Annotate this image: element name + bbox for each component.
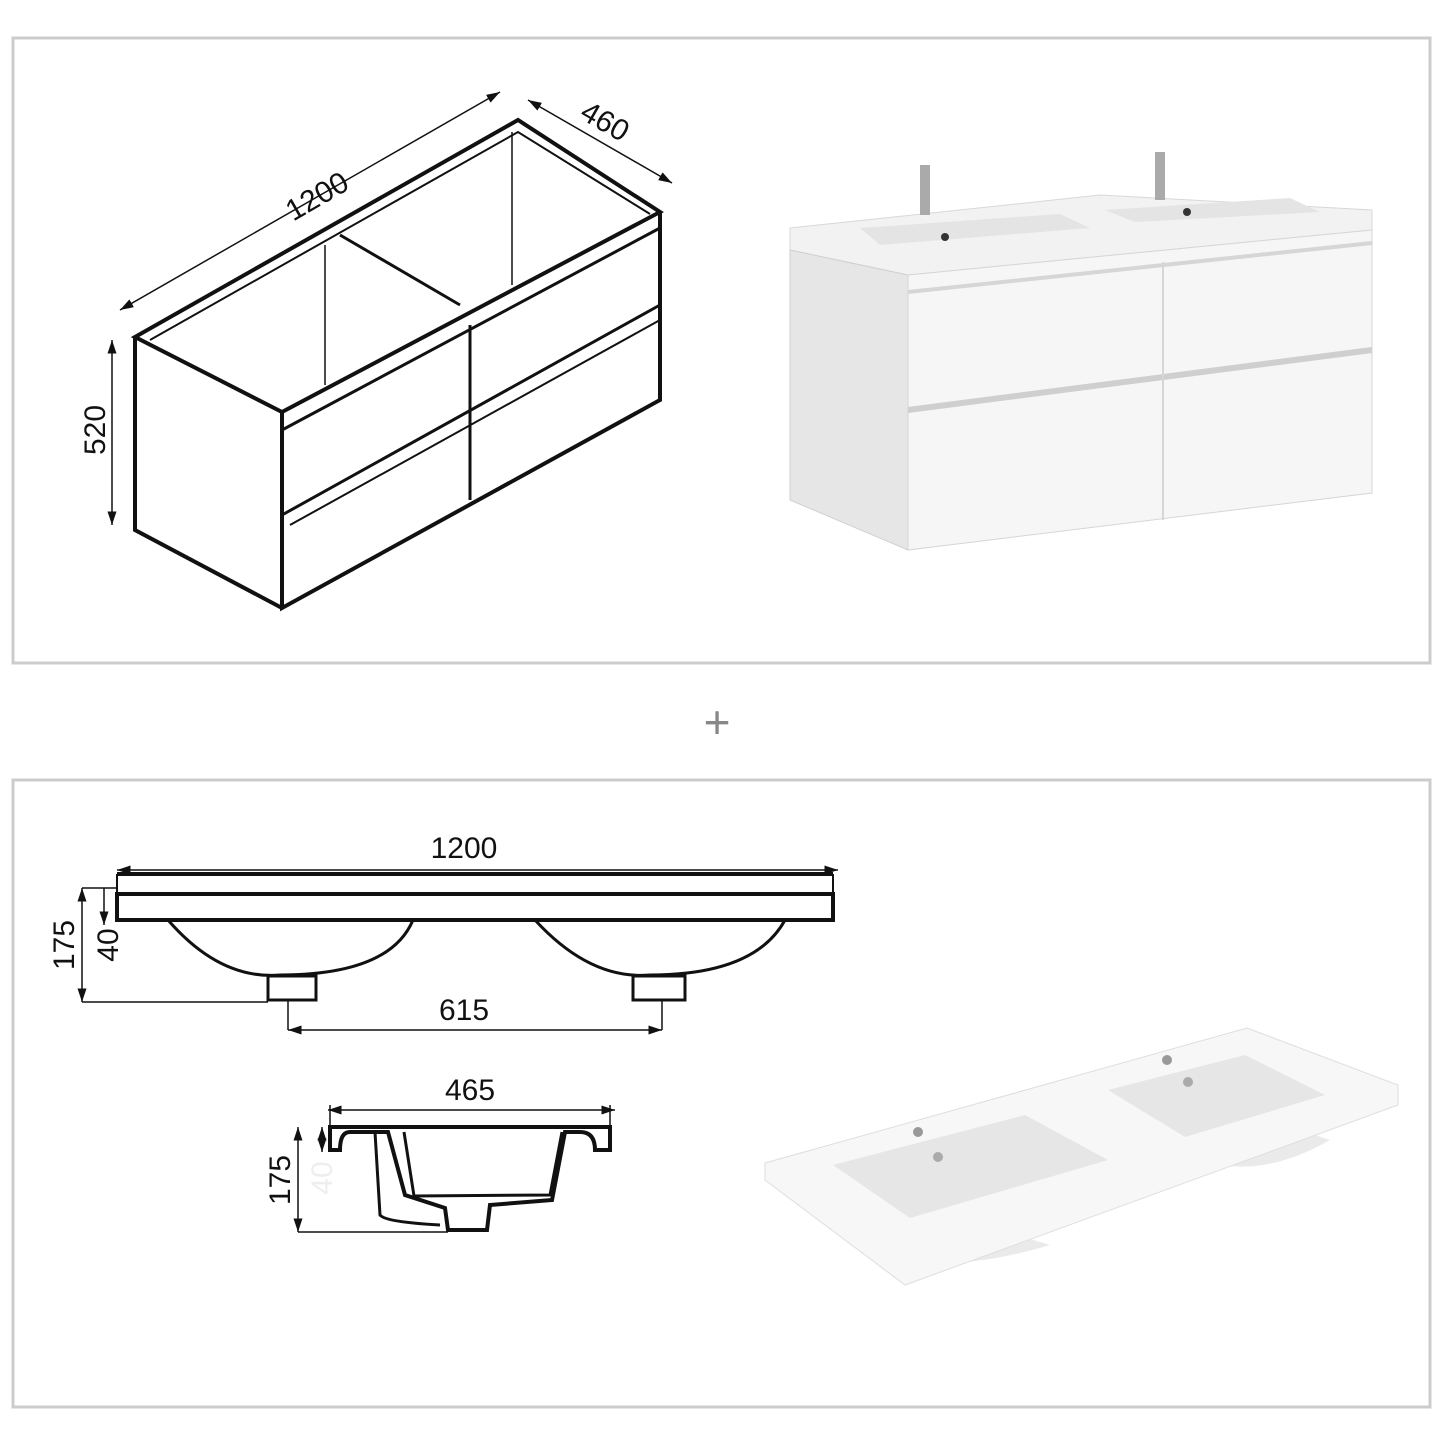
basin-section-dimension-lines: [293, 1105, 615, 1233]
cabinet-line-drawing: [130, 117, 664, 612]
basin-section-drawing: [328, 1125, 612, 1232]
drain-spacing-label: 615: [439, 994, 489, 1027]
basin-rim-label: 40: [92, 928, 125, 961]
cabinet-depth-label: 460: [575, 95, 635, 149]
basin-width-label: 1200: [431, 832, 498, 865]
cabinet-render: [789, 152, 1373, 551]
cabinet-dimension-lines: [107, 91, 673, 525]
basin-front-view-drawing: [115, 872, 835, 1002]
cabinet-height-label: 520: [79, 405, 112, 455]
section-height-label: 175: [264, 1155, 297, 1205]
basin-render: [764, 1027, 1399, 1286]
plus-symbol: +: [704, 696, 731, 748]
basin-front-dimension-lines: [77, 865, 838, 1035]
basin-height-label: 175: [48, 920, 81, 970]
section-rim-label: 40: [306, 1161, 339, 1194]
section-width-label: 465: [445, 1074, 495, 1107]
basin-panel-frame: [11, 778, 1432, 1409]
cabinet-panel-frame: [11, 36, 1432, 665]
